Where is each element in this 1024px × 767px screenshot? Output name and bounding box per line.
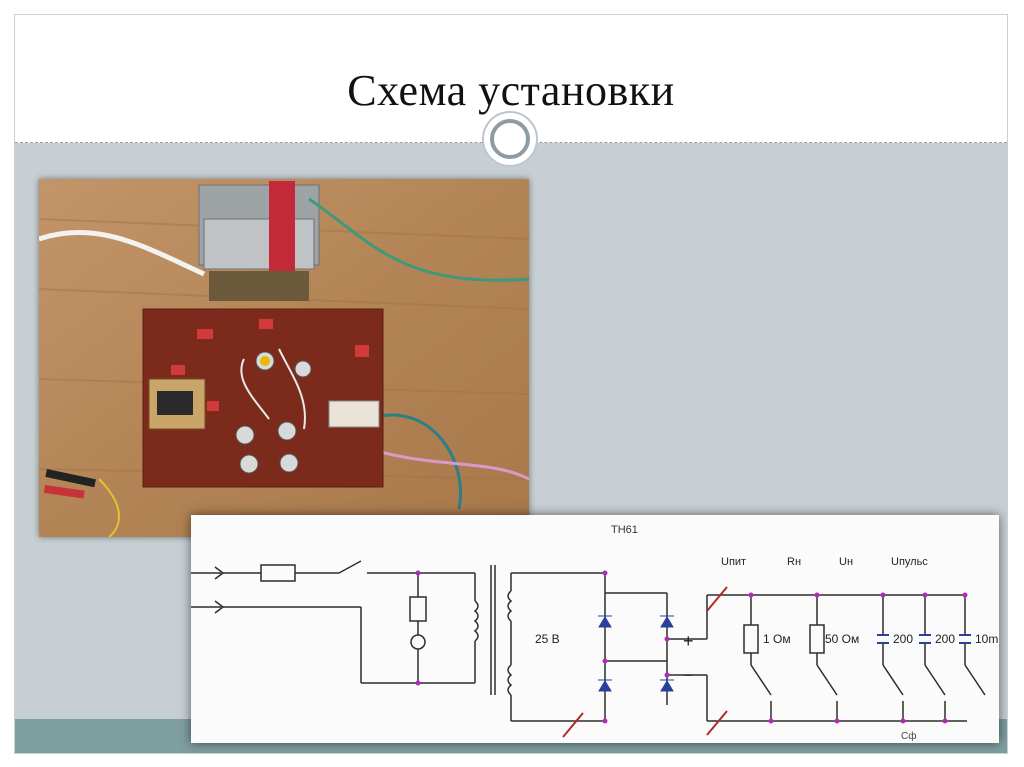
resistor-2-label: 50 Ом xyxy=(825,632,859,646)
slide-title: Схема установки xyxy=(347,66,675,115)
setup-photo xyxy=(39,179,529,537)
slide: Схема установки xyxy=(14,14,1008,754)
header-u-puls: Uпульс xyxy=(891,556,928,568)
plus-label: + xyxy=(683,631,694,651)
separator-circle-ornament xyxy=(482,111,538,167)
minus-label: − xyxy=(683,665,694,685)
setup-photo-drawing xyxy=(39,179,529,537)
header-r-n: Rн xyxy=(787,556,801,568)
header-u-pit: Uпит xyxy=(721,556,746,568)
circuit-schematic: ТН61 25 В + − Uпит Rн Uн Uпульс 1 Ом 50 … xyxy=(191,515,999,743)
capacitor-2-label: 200 xyxy=(935,632,955,646)
bottom-label: Сф xyxy=(901,730,916,742)
capacitor-3-label: 10m xyxy=(975,632,998,646)
schematic-drawing: ТН61 25 В + − Uпит Rн Uн Uпульс 1 Ом 50 … xyxy=(191,524,998,742)
voltage-label: 25 В xyxy=(535,632,560,646)
capacitor-1-label: 200 xyxy=(893,632,913,646)
header-u-n: Uн xyxy=(839,556,853,568)
resistor-1-label: 1 Ом xyxy=(763,632,791,646)
schematic-title: ТН61 xyxy=(611,524,638,536)
